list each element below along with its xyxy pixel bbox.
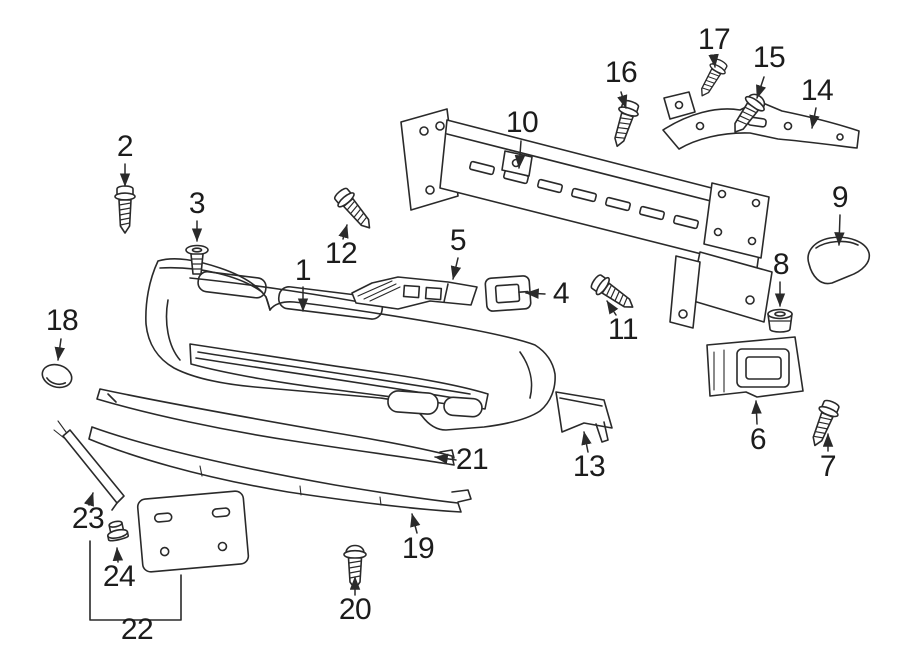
callout-5[interactable]: 5: [449, 224, 467, 257]
part-21-trim-strip: [96, 388, 455, 466]
callout-18[interactable]: 18: [45, 304, 79, 337]
callout-17[interactable]: 17: [697, 23, 731, 56]
callout-7[interactable]: 7: [819, 450, 837, 483]
part-9-tow-hook-cover: [807, 236, 871, 285]
callout-11[interactable]: 11: [607, 313, 639, 346]
part-7-screw: [804, 397, 843, 450]
part-4-retainer-clip: [484, 275, 532, 312]
callout-20[interactable]: 20: [338, 593, 372, 626]
part-13-deflector-bracket: [555, 391, 613, 443]
callout-22[interactable]: 22: [120, 613, 154, 646]
callout-22-bracket-line: [89, 540, 182, 621]
part-8-grommet: [767, 308, 793, 333]
part-19-lower-trim: [88, 426, 472, 513]
callout-12[interactable]: 12: [324, 237, 358, 270]
callout-9[interactable]: 9: [831, 181, 849, 214]
callout-23[interactable]: 23: [71, 502, 105, 535]
callout-14[interactable]: 14: [800, 74, 834, 107]
part-16-screw: [606, 97, 643, 151]
part-23-support-rod: [53, 420, 125, 511]
part-3-push-rivet: [185, 244, 209, 275]
part-14-upper-bracket: [662, 91, 860, 150]
callout-19[interactable]: 19: [401, 532, 435, 565]
callout-16[interactable]: 16: [604, 56, 638, 89]
leader-arrows: [54, 53, 845, 596]
part-6-side-bracket: [706, 336, 804, 398]
callout-6[interactable]: 6: [749, 423, 767, 456]
callout-10[interactable]: 10: [505, 106, 539, 139]
part-2-screw: [114, 185, 136, 234]
callout-21[interactable]: 21: [455, 443, 489, 476]
part-24-nut: [107, 520, 130, 542]
callout-13[interactable]: 13: [572, 450, 606, 483]
part-11-screw: [587, 271, 640, 317]
callout-1[interactable]: 1: [294, 254, 312, 287]
part-17-screw: [694, 56, 731, 101]
callout-15[interactable]: 15: [752, 41, 786, 74]
callout-24[interactable]: 24: [102, 560, 136, 593]
callout-2[interactable]: 2: [116, 130, 134, 163]
callout-4[interactable]: 4: [552, 277, 570, 310]
part-5-center-bracket: [351, 276, 478, 310]
callout-8[interactable]: 8: [772, 248, 790, 281]
part-18-plug: [41, 363, 73, 389]
part-12-screw: [330, 184, 378, 236]
part-1-front-bumper-cover: [145, 258, 556, 431]
callout-3[interactable]: 3: [188, 187, 206, 220]
part-22-license-plate-bracket: [136, 490, 250, 573]
